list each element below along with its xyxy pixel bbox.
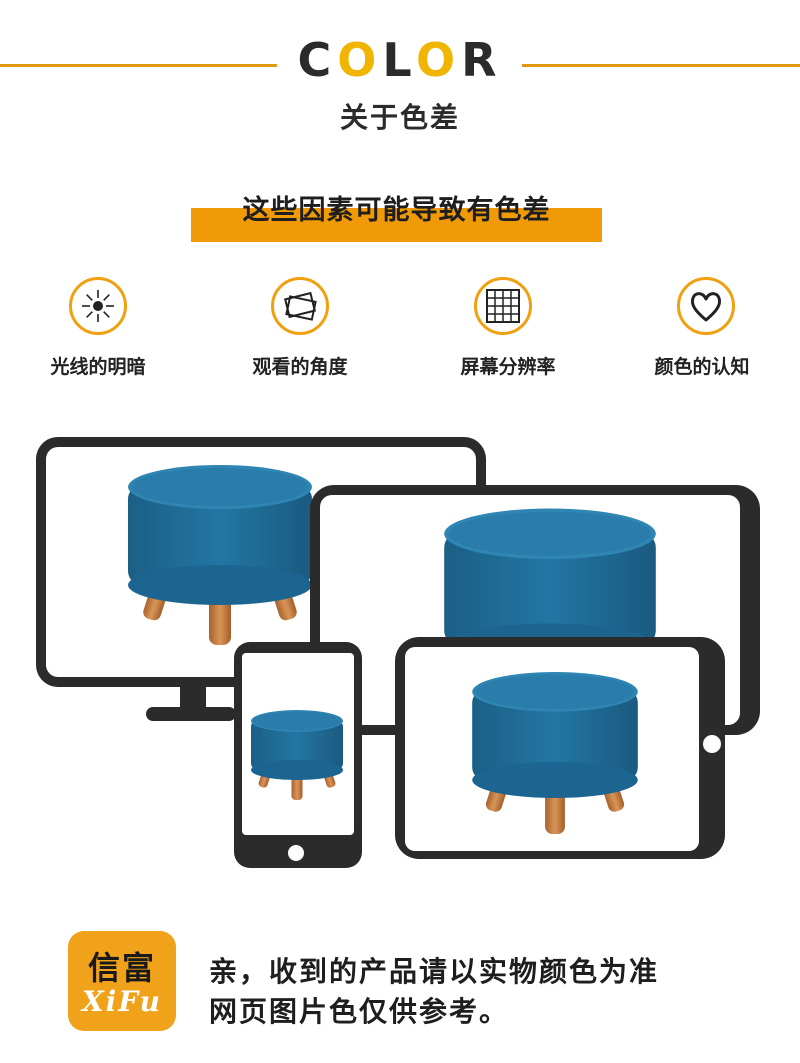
brand-name-en: XiFu — [81, 985, 163, 1018]
angle-icon — [271, 277, 329, 335]
color-note-line2: 网页图片色仅供参考。 — [209, 995, 510, 1028]
factor-label-angle: 观看的角度 — [252, 356, 348, 378]
tablet-device — [395, 637, 725, 859]
factor-label-resolution: 屏幕分辨率 — [460, 356, 556, 378]
factor-label-light: 光线的明暗 — [50, 356, 146, 378]
factor-label-perception: 颜色的认知 — [654, 356, 750, 378]
grid-icon — [474, 277, 532, 335]
factors-heading: 这些因素可能导致有色差 — [242, 195, 551, 226]
heading-highlight-band — [191, 208, 602, 242]
devices-illustration — [36, 437, 760, 868]
heart-icon — [677, 277, 735, 335]
page-title: COLOR — [297, 33, 503, 87]
page-subtitle: 关于色差 — [339, 101, 460, 134]
sun-icon — [69, 277, 127, 335]
brand-logo: 信富 XiFu — [68, 931, 176, 1031]
phone-device — [234, 642, 362, 868]
brand-name-cn: 信富 — [87, 949, 156, 987]
header-line-left — [0, 64, 277, 67]
header-line-right — [522, 64, 800, 67]
color-note-line1: 亲，收到的产品请以实物颜色为准 — [209, 955, 660, 988]
